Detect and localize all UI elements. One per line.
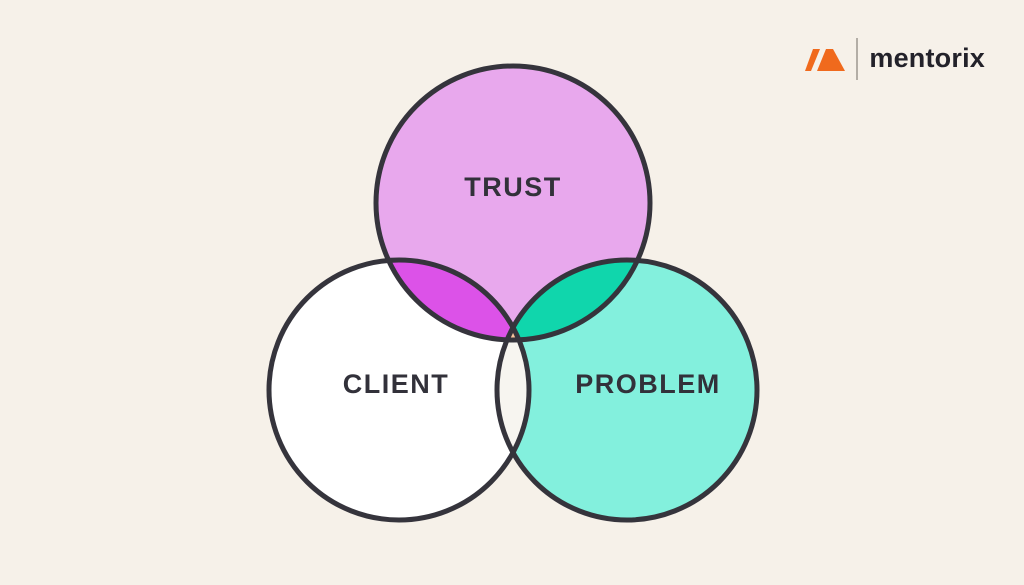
mentorix-m-icon (805, 49, 846, 71)
client-label: CLIENT (343, 369, 450, 399)
logo-divider (856, 38, 859, 80)
client-circle-outline (266, 257, 532, 523)
brand-logo: mentorix (805, 36, 985, 82)
trust-circle-outline (373, 63, 653, 343)
problem-label: PROBLEM (575, 369, 721, 399)
mentorix-m-icon-right-stroke (817, 49, 846, 71)
brand-name: mentorix (869, 42, 985, 73)
overlap-trust-problem (497, 260, 650, 340)
mentorix-m-icon-left-stroke (805, 49, 821, 71)
trust-label: TRUST (464, 172, 562, 202)
overlap-trust-client (376, 260, 529, 340)
problem-circle-outline (494, 257, 760, 523)
